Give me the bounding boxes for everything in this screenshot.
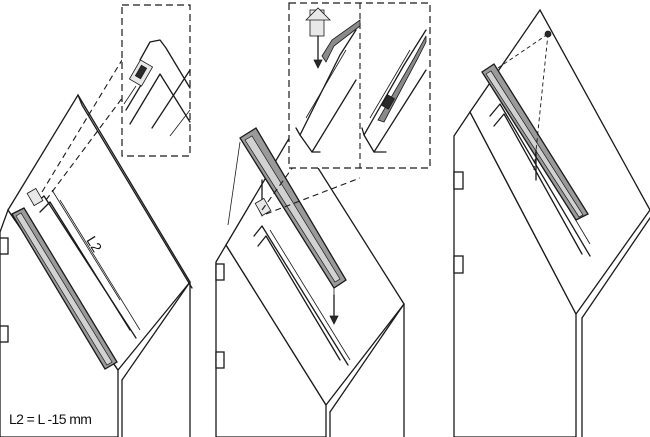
step-1-illustration: L2: [0, 4, 193, 437]
hinge-top: [0, 237, 9, 255]
hinge-bottom: [0, 325, 9, 343]
length-formula-caption: L2 = L -15 mm: [9, 411, 92, 427]
cabinet-top-3: [469, 8, 650, 316]
detail-1-content: [123, 39, 191, 137]
groove-channel-3: [489, 103, 591, 257]
step-3-illustration: [453, 8, 650, 437]
hinge-bottom-2: [215, 351, 225, 369]
detail-2b-content: [361, 29, 427, 153]
clip-2: [254, 197, 272, 217]
cabinet-front-panel-3: [453, 110, 577, 437]
hinge-top-2: [215, 263, 225, 281]
step-2-illustration: [215, 2, 431, 437]
hinge-bottom-3: [453, 255, 464, 274]
clip: [26, 187, 44, 207]
dimension-label-l2: L2: [83, 233, 105, 255]
cabinet-front-panel: [0, 208, 119, 437]
hinge-top-3: [453, 171, 464, 190]
screw-icon: [544, 30, 552, 38]
detail-2a-content: [295, 7, 361, 153]
cabinet-front-panel-2: [215, 243, 327, 437]
cabinet-edge: [121, 281, 191, 381]
groove-channel-2: [253, 225, 349, 366]
